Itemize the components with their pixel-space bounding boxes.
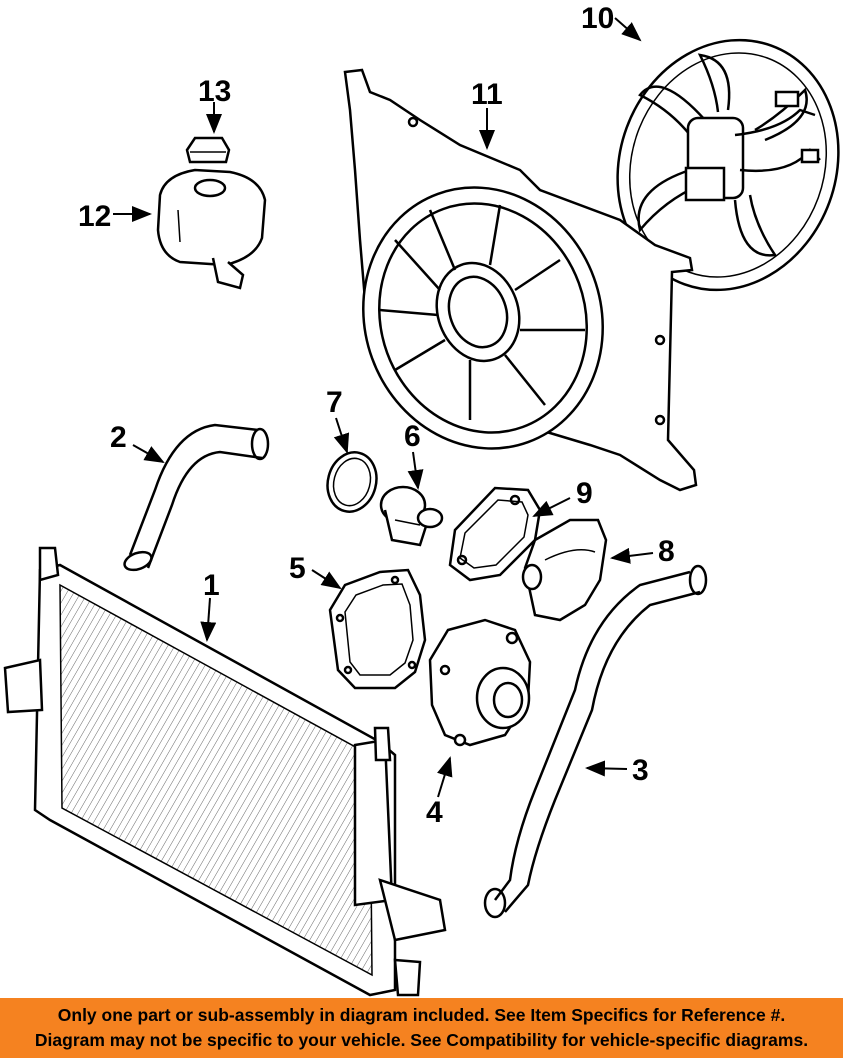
upper-radiator-hose: [123, 423, 270, 572]
callout-6: 6: [404, 420, 421, 453]
callout-1: 1: [203, 569, 220, 602]
disclaimer-line-2: Diagram may not be specific to your vehi…: [34, 1030, 809, 1050]
disclaimer-line-1: Only one part or sub-assembly in diagram…: [57, 1005, 786, 1025]
lower-radiator-hose: [483, 564, 708, 919]
callout-4: 4: [426, 796, 443, 829]
water-pump-gasket: [328, 568, 427, 690]
water-pump: [428, 618, 532, 747]
thermostat: [379, 485, 444, 547]
reservoir-cap: [185, 136, 231, 164]
leader-arrows: [113, 17, 654, 798]
callout-13: 13: [198, 75, 231, 108]
fan-motor-assembly: [616, 38, 840, 292]
callout-11: 11: [471, 78, 503, 111]
callout-10: 10: [581, 2, 614, 35]
callout-9: 9: [576, 477, 593, 510]
thermostat-seal: [326, 451, 378, 513]
fan-shroud: [343, 68, 698, 492]
callout-7: 7: [326, 386, 343, 419]
thermostat-housing: [521, 518, 608, 622]
callout-3: 3: [632, 754, 649, 787]
callout-2: 2: [110, 421, 127, 454]
callout-12: 12: [78, 200, 111, 233]
callout-8: 8: [658, 535, 675, 568]
disclaimer-banner: Only one part or sub-assembly in diagram…: [0, 998, 843, 1058]
callout-5: 5: [289, 552, 306, 585]
expansion-reservoir: [156, 168, 267, 290]
radiator: [3, 546, 447, 997]
cooling-system-exploded-diagram: 1 2 3 4 5 6 7 8 9 10 11 12 13: [3, 2, 840, 997]
